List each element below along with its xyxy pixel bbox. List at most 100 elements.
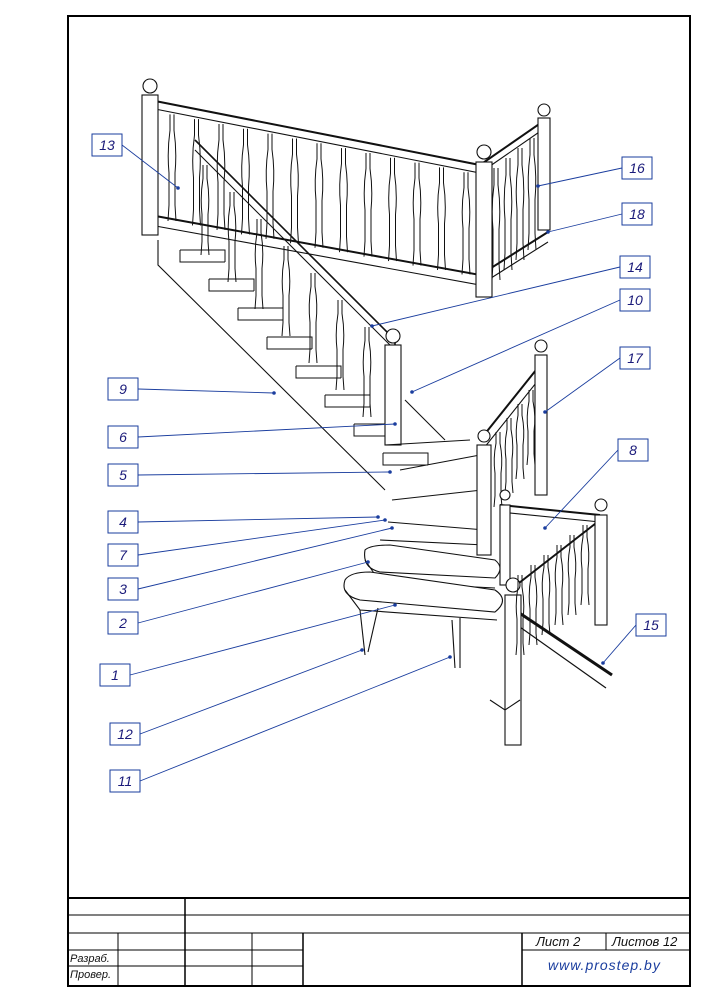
callout-number: 12	[117, 726, 133, 742]
website-link[interactable]: www.prostep.by	[548, 957, 661, 973]
callout-arrow-dot	[376, 515, 380, 519]
baluster	[515, 404, 525, 480]
callout-leader-line	[137, 516, 379, 523]
callout-box	[635, 613, 667, 637]
callout-leader-line	[544, 449, 619, 529]
callout-box	[107, 425, 139, 449]
upper-flight-balusters	[200, 165, 372, 418]
callout-arrow-dot	[543, 410, 547, 414]
callout-leader-line	[137, 519, 386, 556]
callout-arrow-dot	[360, 648, 364, 652]
callout-box	[99, 663, 131, 687]
callout-box	[619, 255, 651, 279]
callout-box	[107, 577, 139, 601]
callout-arrow-dot	[448, 655, 452, 659]
callout-number: 8	[629, 442, 637, 458]
developed-by-label: Разраб.	[70, 953, 110, 965]
callout-leader-line	[139, 656, 451, 782]
callout-box	[107, 543, 139, 567]
callout-6: 6	[107, 422, 397, 449]
baluster	[281, 246, 291, 337]
callout-arrow-dot	[393, 422, 397, 426]
callout-12: 12	[109, 648, 364, 746]
callout-leader-line	[137, 561, 369, 624]
baluster	[363, 152, 373, 257]
baluster	[200, 165, 210, 256]
callout-number: 2	[118, 615, 127, 631]
callout-arrow-dot	[390, 526, 394, 530]
stair-tread	[382, 452, 429, 466]
stair-tread	[295, 365, 342, 379]
callout-10: 10	[410, 288, 651, 394]
callout-leader-line	[137, 471, 391, 476]
callout-9: 9	[107, 377, 276, 401]
side-gallery-balusters	[491, 138, 537, 281]
starting-steps	[343, 544, 504, 669]
callout-number: 11	[118, 773, 133, 789]
callout-box	[619, 288, 651, 312]
callout-5: 5	[107, 463, 392, 487]
baluster	[528, 565, 538, 646]
baluster	[504, 418, 514, 494]
callout-8: 8	[543, 438, 649, 530]
stair-tread	[208, 278, 255, 292]
callout-leader-line	[371, 266, 621, 327]
callout-number: 17	[627, 350, 644, 366]
callout-box	[107, 510, 139, 534]
callout-number: 18	[629, 206, 645, 222]
callout-number: 4	[119, 514, 127, 530]
callout-4: 4	[107, 510, 380, 534]
callout-leader-line	[602, 624, 637, 664]
baluster	[192, 119, 201, 226]
baluster	[503, 158, 513, 271]
callout-leader-line	[547, 213, 623, 233]
callout-number: 1	[111, 667, 119, 683]
stair-tread	[237, 307, 284, 321]
callout-box	[617, 438, 649, 462]
callout-number: 15	[643, 617, 659, 633]
upper-flight	[157, 139, 429, 491]
callout-arrow-dot	[601, 661, 605, 665]
callout-number: 9	[119, 381, 127, 397]
callout-1: 1	[99, 603, 397, 687]
lower-landing-railing	[489, 489, 613, 746]
callout-arrow-dot	[393, 603, 397, 607]
callout-14: 14	[370, 255, 651, 328]
callout-box	[107, 611, 139, 635]
baluster	[461, 172, 471, 275]
lower-flight-railing	[476, 339, 548, 556]
baluster	[527, 138, 537, 251]
callout-number: 13	[99, 137, 115, 153]
baluster	[526, 390, 536, 466]
baluster	[216, 123, 226, 230]
callout-leader-line	[121, 144, 179, 189]
callout-2: 2	[107, 560, 370, 635]
baluster	[412, 162, 422, 266]
callout-arrow-dot	[366, 560, 370, 564]
callout-number: 5	[119, 467, 127, 483]
callout-number: 6	[119, 429, 127, 445]
callout-arrow-dot	[388, 470, 392, 474]
callout-box	[109, 769, 141, 793]
callout-arrow-dot	[370, 324, 374, 328]
callout-number: 10	[627, 292, 643, 308]
callout-15: 15	[601, 613, 667, 665]
baluster	[493, 432, 503, 508]
callout-arrow-dot	[176, 186, 180, 190]
callout-arrow-dot	[272, 391, 276, 395]
callout-box	[621, 202, 653, 226]
callout-leader-line	[139, 649, 363, 735]
callout-leader-line	[137, 388, 275, 394]
baluster	[515, 575, 525, 656]
baluster	[265, 133, 275, 239]
callout-17: 17	[543, 346, 651, 414]
sheets-total: Листов 12	[611, 934, 678, 949]
callout-leader-line	[544, 357, 621, 413]
callout-arrow-dot	[410, 390, 414, 394]
callout-number: 16	[629, 160, 645, 176]
baluster	[515, 148, 525, 261]
callout-16: 16	[536, 156, 653, 188]
baluster	[437, 167, 446, 271]
